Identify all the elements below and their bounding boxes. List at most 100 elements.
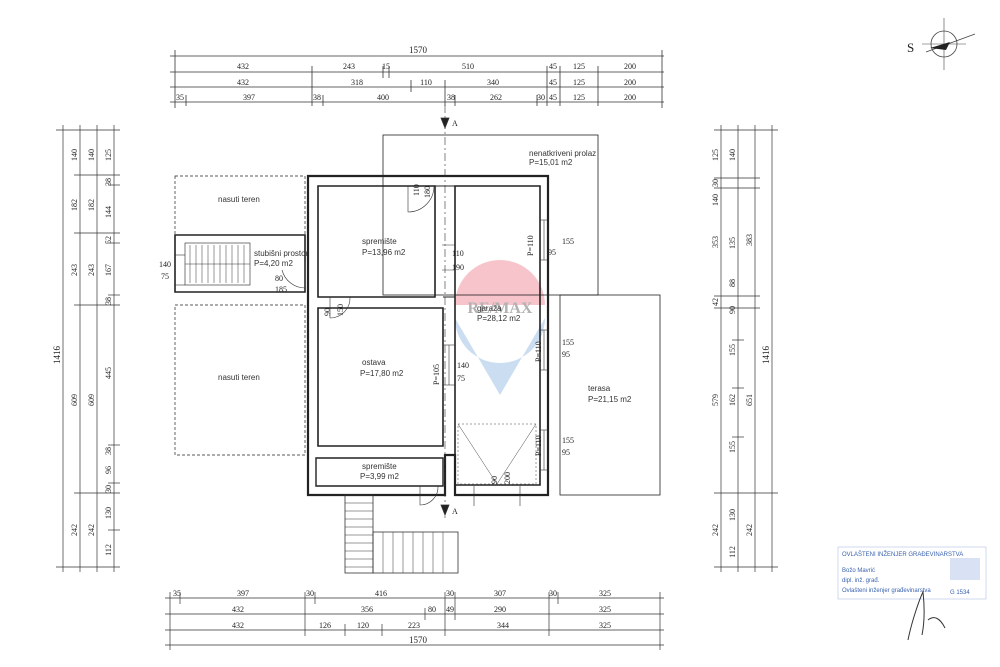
- svg-text:126: 126: [319, 621, 331, 630]
- svg-text:38: 38: [447, 93, 455, 102]
- left-dim-col2: 140 182 243 609 242: [87, 149, 96, 536]
- svg-text:90: 90: [323, 308, 332, 316]
- svg-text:243: 243: [343, 62, 355, 71]
- svg-text:242: 242: [745, 524, 754, 536]
- left-dimension-lines: [56, 125, 120, 572]
- svg-text:P=15,01 m2: P=15,01 m2: [529, 158, 573, 167]
- top-dim-row2: 432 318 110 340 45 125 200: [237, 78, 636, 87]
- svg-text:P=3,99 m2: P=3,99 m2: [360, 472, 399, 481]
- svg-text:242: 242: [70, 524, 79, 536]
- svg-text:P=13,96 m2: P=13,96 m2: [362, 248, 406, 257]
- room-ostava: ostava P=17,80 m2: [360, 358, 404, 378]
- svg-text:140: 140: [70, 149, 79, 161]
- svg-text:155: 155: [728, 441, 737, 453]
- bottom-total-dim: 1570: [409, 635, 428, 645]
- svg-text:35: 35: [176, 93, 184, 102]
- svg-text:155: 155: [562, 237, 574, 246]
- svg-text:397: 397: [243, 93, 255, 102]
- right-dim-col1: 125 30 140 353 42 579 242: [711, 149, 720, 536]
- svg-text:P=110: P=110: [534, 341, 543, 362]
- compass-label: S: [907, 40, 914, 55]
- svg-text:135: 135: [728, 237, 737, 249]
- svg-text:90: 90: [490, 476, 499, 484]
- svg-text:432: 432: [237, 78, 249, 87]
- signature: [907, 590, 946, 641]
- room-nenatkriveni-prolaz: nenatkriveni prolaz P=15,01 m2: [529, 149, 596, 167]
- svg-text:167: 167: [104, 264, 113, 276]
- bottom-dimension-lines: [165, 592, 664, 650]
- svg-text:95: 95: [548, 248, 556, 257]
- svg-text:Ovlašteni inženjer građevinars: Ovlašteni inženjer građevinarstva: [842, 588, 931, 594]
- svg-text:140: 140: [87, 149, 96, 161]
- svg-text:30: 30: [549, 589, 557, 598]
- svg-text:88: 88: [728, 279, 737, 287]
- section-label-bottom: A: [452, 507, 458, 516]
- svg-text:140: 140: [159, 260, 171, 269]
- svg-text:125: 125: [573, 78, 585, 87]
- remax-watermark: RE/MAX: [455, 260, 545, 395]
- svg-text:609: 609: [70, 394, 79, 406]
- door-swings: [281, 185, 521, 506]
- room-nasuti-teren-bottom: nasuti teren: [218, 373, 260, 382]
- right-dim-col3: 383 651 242: [745, 234, 754, 536]
- svg-text:125: 125: [104, 149, 113, 161]
- svg-text:49: 49: [446, 605, 454, 614]
- bottom-dim-row2: 432 356 80 49 290 325: [232, 605, 611, 614]
- left-dim-col1: 140 182 243 609 242: [70, 149, 79, 536]
- right-total-dim: 1416: [761, 346, 771, 365]
- section-label-top: A: [452, 119, 458, 128]
- right-dimension-lines: [714, 125, 778, 572]
- svg-text:spremište: spremište: [362, 462, 397, 471]
- svg-text:318: 318: [351, 78, 363, 87]
- svg-text:200: 200: [503, 472, 512, 484]
- svg-text:445: 445: [104, 367, 113, 379]
- svg-text:182: 182: [87, 199, 96, 211]
- svg-text:651: 651: [745, 394, 754, 406]
- svg-text:432: 432: [232, 621, 244, 630]
- svg-text:510: 510: [462, 62, 474, 71]
- svg-text:30: 30: [711, 179, 720, 187]
- svg-text:30: 30: [306, 589, 314, 598]
- svg-text:155: 155: [728, 344, 737, 356]
- svg-text:garaža: garaža: [477, 304, 502, 313]
- svg-text:383: 383: [745, 234, 754, 246]
- svg-text:95: 95: [562, 448, 570, 457]
- room-garaza: garaža P=28,12 m2: [477, 304, 521, 323]
- svg-text:125: 125: [573, 93, 585, 102]
- svg-text:stubišni prostor: stubišni prostor: [254, 249, 309, 258]
- svg-text:242: 242: [87, 524, 96, 536]
- svg-text:416: 416: [375, 589, 387, 598]
- svg-text:190: 190: [452, 263, 464, 272]
- svg-text:80: 80: [428, 605, 436, 614]
- top-total-dim: 1570: [409, 45, 428, 55]
- svg-text:130: 130: [728, 509, 737, 521]
- svg-text:609: 609: [87, 394, 96, 406]
- left-total-dim: 1416: [52, 346, 62, 365]
- svg-text:356: 356: [361, 605, 373, 614]
- svg-text:242: 242: [711, 524, 720, 536]
- svg-text:325: 325: [599, 589, 611, 598]
- svg-text:nasuti teren: nasuti teren: [218, 195, 260, 204]
- svg-text:38: 38: [104, 447, 113, 455]
- bottom-dim-row3: 432 126 120 223 344 325: [232, 621, 611, 630]
- section-marker: [440, 105, 450, 520]
- svg-text:290: 290: [494, 605, 506, 614]
- svg-text:35: 35: [173, 589, 181, 598]
- svg-text:42: 42: [711, 298, 720, 306]
- room-stubisni-prostor: stubišni prostor P=4,20 m2: [254, 249, 309, 268]
- svg-text:200: 200: [624, 78, 636, 87]
- svg-text:80: 80: [275, 274, 283, 283]
- svg-text:G 1534: G 1534: [950, 590, 970, 596]
- svg-text:200: 200: [624, 62, 636, 71]
- svg-text:45: 45: [549, 62, 557, 71]
- svg-text:155: 155: [562, 338, 574, 347]
- garage-windows: [175, 219, 548, 471]
- svg-text:P=110: P=110: [534, 435, 543, 456]
- room-nasuti-teren-top: nasuti teren: [218, 195, 260, 204]
- svg-text:OVLAŠTENI INŽENJER GRAĐEVINARS: OVLAŠTENI INŽENJER GRAĐEVINARSTVA: [842, 550, 963, 558]
- bottom-dim-row1: 35 397 30 416 30 307 30 325: [173, 589, 611, 598]
- svg-text:120: 120: [357, 621, 369, 630]
- svg-text:45: 45: [549, 93, 557, 102]
- svg-text:30: 30: [104, 485, 113, 493]
- svg-text:dipl. inž. građ.: dipl. inž. građ.: [842, 578, 880, 584]
